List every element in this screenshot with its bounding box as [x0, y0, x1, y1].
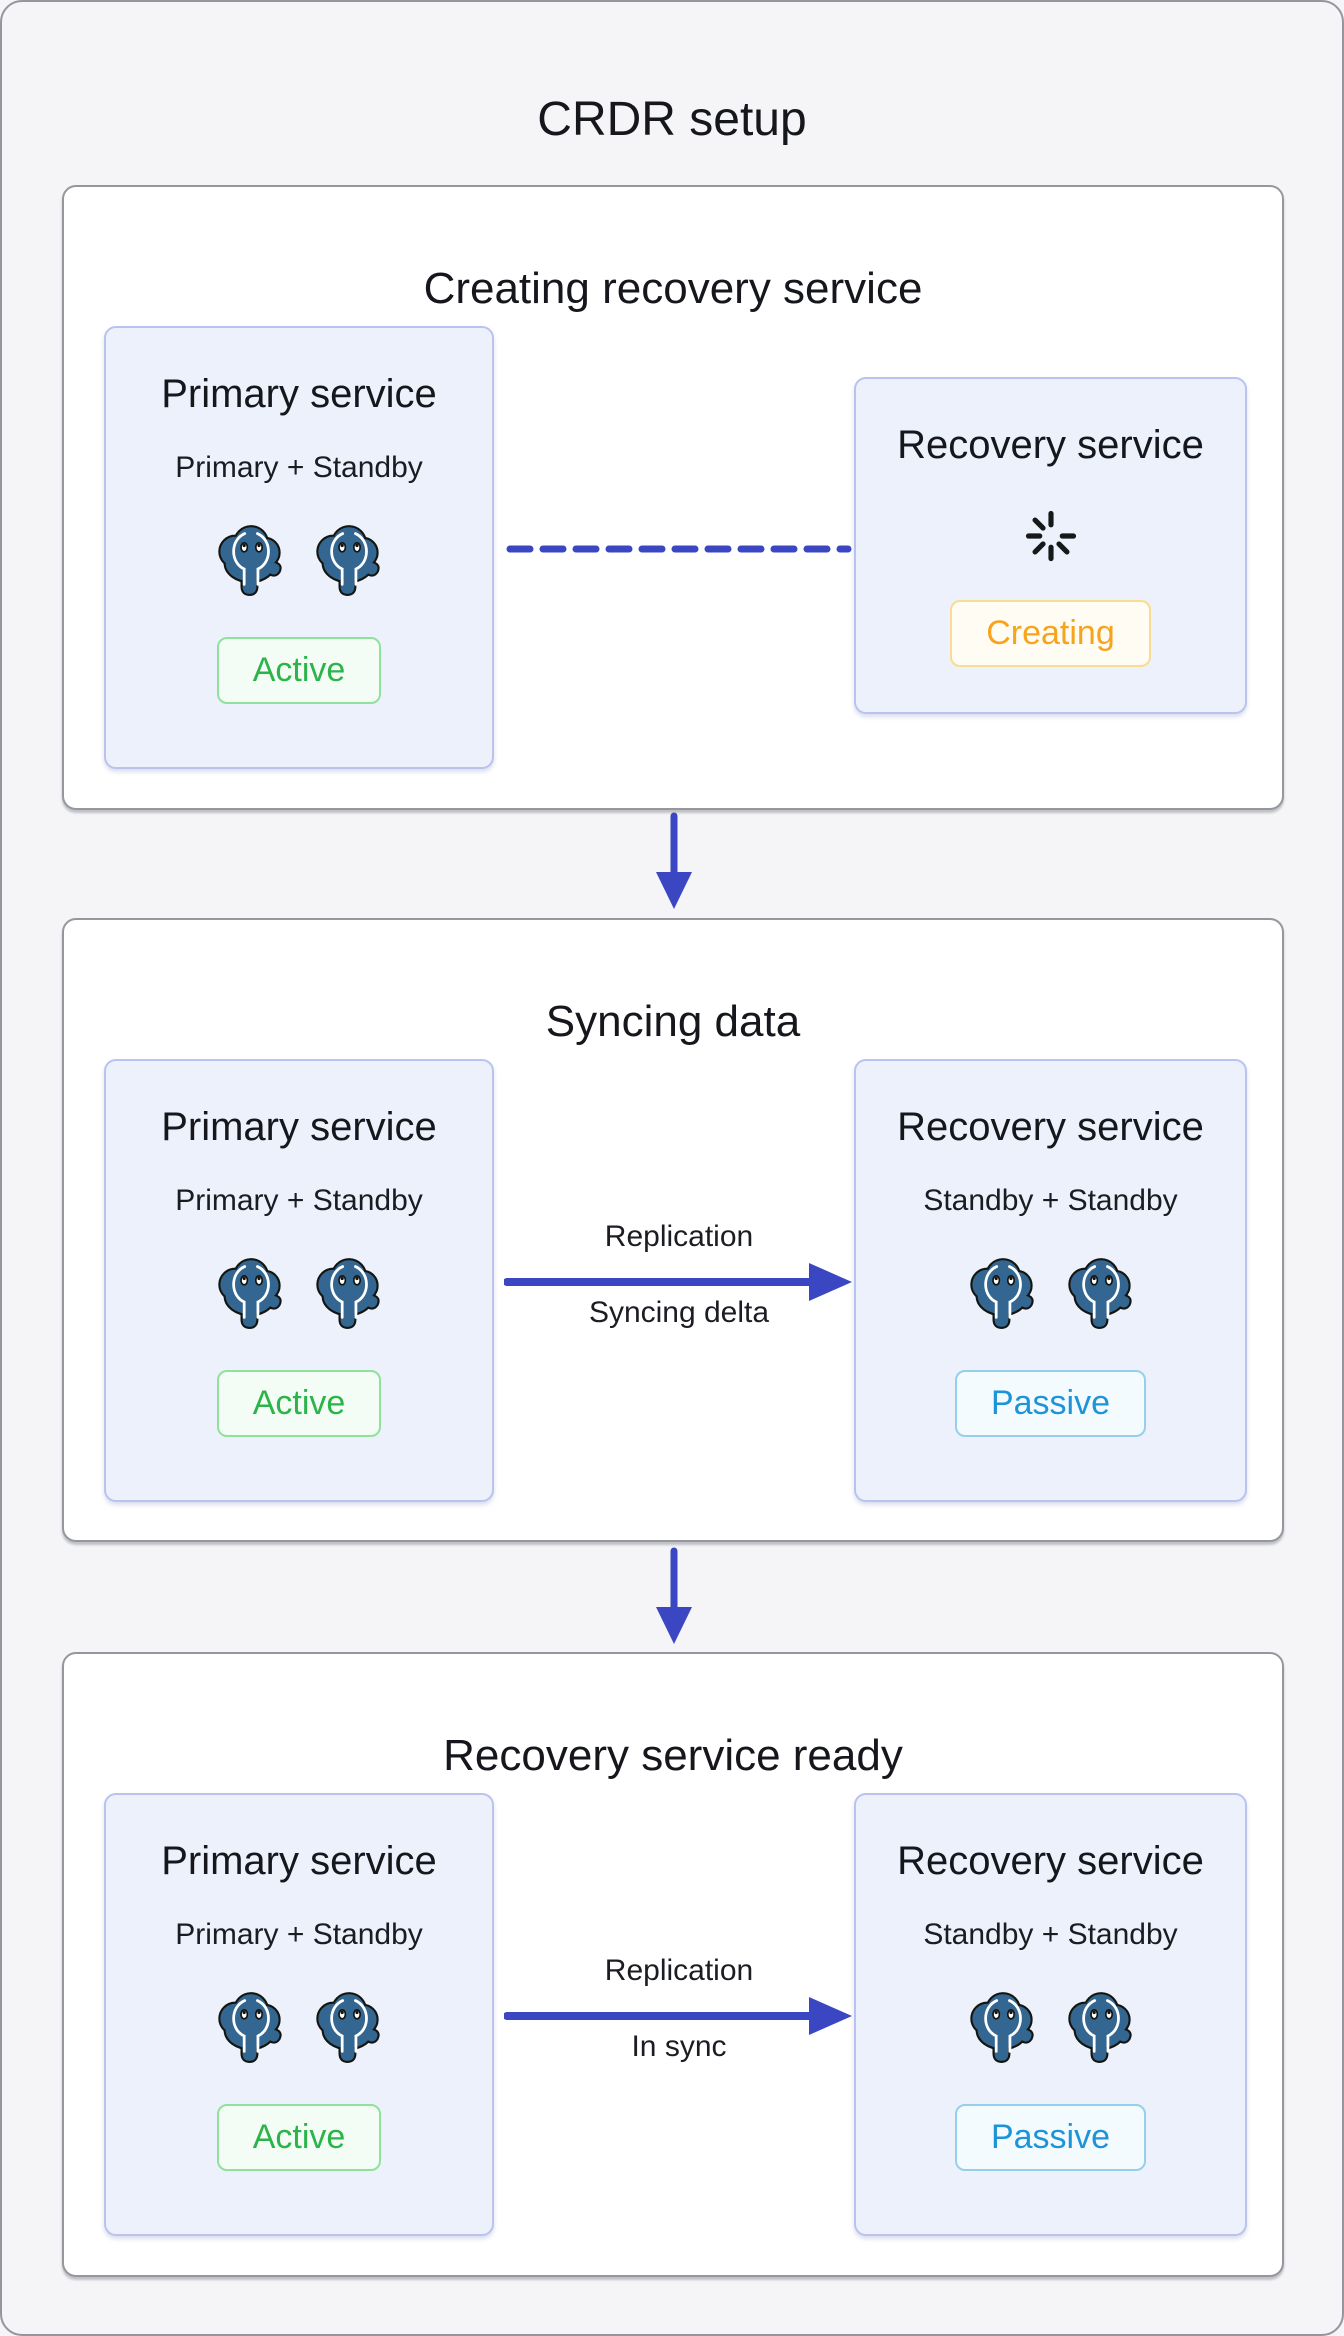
- status-badge-creating: Creating: [950, 600, 1151, 668]
- page-title: CRDR setup: [537, 93, 807, 147]
- postgres-elephant-icon: [215, 1990, 285, 2064]
- replication-label: Replication: [604, 1954, 754, 1987]
- primary-service-box: Primary service Primary + Standby Active: [104, 326, 494, 769]
- sync-state-label: Syncing delta: [588, 1296, 770, 1329]
- service-subtitle: Primary + Standby: [175, 451, 423, 484]
- service-subtitle: Primary + Standby: [175, 1918, 423, 1951]
- postgres-elephant-icon: [967, 1256, 1037, 1330]
- loading-spinner-icon: [1021, 506, 1081, 566]
- service-title: Primary service: [161, 1839, 437, 1883]
- postgres-elephant-icon: [313, 523, 383, 597]
- primary-service-box: Primary service Primary + Standby Active: [104, 1059, 494, 1502]
- service-subtitle: Primary + Standby: [175, 1184, 423, 1217]
- service-title: Primary service: [161, 372, 437, 416]
- flow-arrow-down-icon: [656, 1547, 692, 1644]
- service-title: Recovery service: [897, 423, 1204, 467]
- status-badge-active: Active: [216, 637, 382, 705]
- stage-header: Creating recovery service: [423, 263, 923, 313]
- service-title: Recovery service: [897, 1105, 1204, 1149]
- service-title: Recovery service: [897, 1839, 1204, 1883]
- stage-panel-recovery-service-ready: Recovery service ready Primary service P…: [62, 1652, 1284, 2277]
- stage-panel-syncing-data: Syncing data Primary service Primary + S…: [62, 918, 1284, 1542]
- sync-state-label: In sync: [631, 2030, 727, 2063]
- postgres-instances: [215, 1256, 383, 1330]
- postgres-elephant-icon: [215, 523, 285, 597]
- recovery-service-box: Recovery service Standby + Standby Passi…: [854, 1793, 1247, 2236]
- postgres-instances: [215, 1990, 383, 2064]
- replication-arrow-icon: [504, 1263, 852, 1301]
- stage-header: Syncing data: [545, 996, 801, 1046]
- postgres-elephant-icon: [313, 1990, 383, 2064]
- replication-label: Replication: [604, 1220, 754, 1253]
- postgres-instances: [215, 523, 383, 597]
- pending-replication-connector: [506, 545, 852, 553]
- status-badge-active: Active: [216, 2104, 382, 2172]
- postgres-elephant-icon: [1065, 1990, 1135, 2064]
- primary-service-box: Primary service Primary + Standby Active: [104, 1793, 494, 2236]
- flow-arrow-down-icon: [656, 812, 692, 909]
- recovery-service-box: Recovery service Standby + Standby Passi…: [854, 1059, 1247, 1502]
- service-title: Primary service: [161, 1105, 437, 1149]
- service-subtitle: Standby + Standby: [923, 1918, 1178, 1951]
- postgres-instances: [967, 1256, 1135, 1330]
- status-badge-passive: Passive: [954, 1370, 1147, 1438]
- stage-header: Recovery service ready: [443, 1730, 903, 1780]
- status-badge-passive: Passive: [954, 2104, 1147, 2172]
- postgres-elephant-icon: [313, 1256, 383, 1330]
- status-badge-active: Active: [216, 1370, 382, 1438]
- service-subtitle: Standby + Standby: [923, 1184, 1178, 1217]
- postgres-elephant-icon: [967, 1990, 1037, 2064]
- postgres-elephant-icon: [215, 1256, 285, 1330]
- recovery-service-box: Recovery service Creating: [854, 377, 1247, 714]
- replication-arrow-icon: [504, 1997, 852, 2035]
- stage-panel-creating-recovery-service: Creating recovery service Primary servic…: [62, 185, 1284, 810]
- postgres-elephant-icon: [1065, 1256, 1135, 1330]
- postgres-instances: [967, 1990, 1135, 2064]
